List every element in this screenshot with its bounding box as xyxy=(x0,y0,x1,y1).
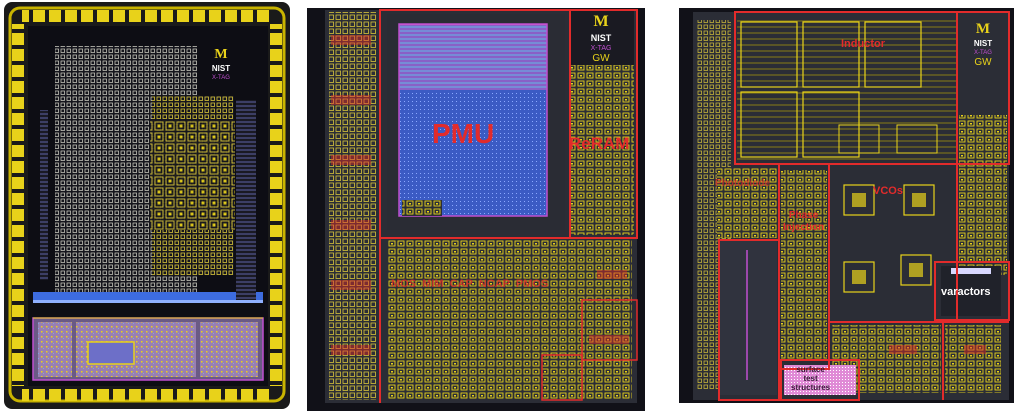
xtag-logo-text: X-TAG xyxy=(212,75,230,81)
inductor-label: Inductor xyxy=(841,38,885,50)
gw-logo-text: GW xyxy=(592,53,610,64)
right-logo: M NIST X-TAG GW xyxy=(961,22,1005,69)
left-chip-panel: M NIST X-TAG xyxy=(0,0,292,411)
left-logo: M NIST X-TAG xyxy=(202,48,240,82)
pmu-label: PMU xyxy=(432,118,495,149)
university-logo-icon: M xyxy=(214,47,228,62)
middle-logo: M NIST X-TAG GW xyxy=(569,14,633,65)
nist-logo-text: NIST xyxy=(590,33,612,43)
nist-logo-text: NIST xyxy=(211,64,231,73)
nist-logo-text: NIST xyxy=(973,39,993,48)
gw-logo-text: GW xyxy=(974,57,992,68)
right-chip-layout xyxy=(679,0,1024,411)
varactors-label: varactors xyxy=(941,286,991,298)
photodiode-label: Photodiode xyxy=(715,178,770,189)
right-chip-panel: Inductor VCOs Photodiode Phase Injection… xyxy=(679,0,1024,411)
middle-chip-panel: PMU ReRAM MOS MIM CAP NCAP PMOS M NIST X… xyxy=(307,0,657,411)
mos-cap-label: MOS MIM CAP NCAP PMOS xyxy=(391,278,549,290)
reram-label: ReRAM xyxy=(569,134,630,153)
university-logo-icon: M xyxy=(975,21,991,37)
university-logo-icon: M xyxy=(593,13,609,30)
vcos-label: VCOs xyxy=(873,185,903,197)
phase-injection-label: Phase Injection xyxy=(783,210,825,233)
left-chip-layout xyxy=(0,0,292,411)
middle-chip-layout xyxy=(307,0,657,411)
xtag-logo-text: X-TAG xyxy=(590,45,612,52)
xtag-logo-text: X-TAG xyxy=(974,50,992,56)
surface-test-structures-label: surface test structures xyxy=(791,365,831,392)
